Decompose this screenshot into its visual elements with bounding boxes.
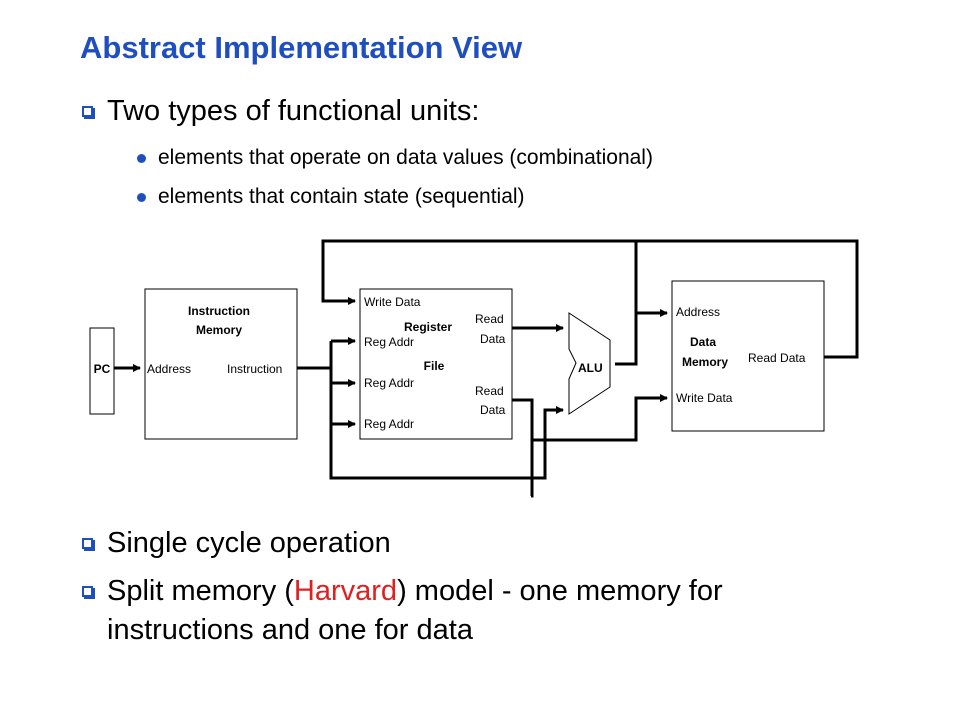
dmem-write-data-label: Write Data: [676, 391, 733, 405]
imem-title-1: Instruction: [188, 304, 250, 318]
bullet-text-line2: instructions and one for data: [107, 614, 473, 646]
sub-bullet-text: elements that contain state (sequential): [158, 185, 525, 208]
instruction-memory-box: [144, 288, 298, 440]
rf-reg-addr-1: Reg Addr: [364, 335, 414, 349]
imem-instruction-label: Instruction: [227, 362, 282, 376]
imem-title-2: Memory: [196, 323, 242, 337]
bullet-text: Split memory (Harvard) model - one memor…: [107, 575, 723, 608]
square-bullet-icon: [82, 586, 95, 599]
square-bullet-icon: [82, 538, 95, 551]
bullet-functional-units: Two types of functional units:: [82, 95, 479, 128]
square-bullet-icon: [82, 106, 95, 119]
rf-read-data-1b: Data: [480, 332, 506, 346]
sub-bullet-sequential: elements that contain state (sequential): [137, 185, 525, 209]
bullet-text: Two types of functional units:: [107, 95, 480, 127]
dmem-title-2: Memory: [682, 355, 728, 369]
wire-readdata2-to-alu: [512, 398, 534, 498]
sub-bullet-combinational: elements that operate on data values (co…: [137, 146, 653, 170]
wire-readdata-writeback: [634, 239, 859, 359]
wire-alu-result-loop: [321, 239, 638, 366]
harvard-highlight: Harvard: [293, 575, 398, 607]
rf-reg-addr-2: Reg Addr: [364, 376, 414, 390]
register-file-box: [359, 288, 513, 440]
dmem-address-label: Address: [676, 305, 720, 319]
wire-trunk-vertical: [329, 341, 564, 480]
sub-bullet-text: elements that operate on data values (co…: [158, 146, 653, 169]
rf-title-1: Register: [404, 320, 452, 334]
alu-label: ALU: [578, 361, 603, 375]
rf-reg-addr-3: Reg Addr: [364, 417, 414, 431]
pc-box: [89, 327, 115, 415]
round-bullet-icon: [137, 153, 146, 163]
rf-read-data-2b: Data: [480, 403, 506, 417]
bullet-split-memory: Split memory (Harvard) model - one memor…: [82, 575, 723, 608]
pc-label: PC: [94, 362, 111, 376]
slide-title: Abstract Implementation View: [80, 30, 523, 65]
wire-readdata2-to-writedata: [530, 394, 668, 442]
data-memory-box: [671, 280, 825, 432]
imem-address-label: Address: [147, 362, 191, 376]
rf-title-2: File: [424, 359, 445, 373]
bullet-text-pre: Split memory (: [107, 575, 294, 607]
rf-write-data-label: Write Data: [364, 295, 421, 309]
dmem-title-1: Data: [690, 335, 716, 349]
bullet-split-memory-line2: instructions and one for data: [107, 614, 473, 647]
rf-read-data-2a: Read: [475, 384, 504, 398]
alu-shape: [568, 312, 611, 415]
dmem-read-data-label: Read Data: [748, 351, 806, 365]
round-bullet-icon: [137, 192, 146, 202]
bullet-single-cycle: Single cycle operation: [82, 527, 391, 560]
rf-read-data-1a: Read: [475, 312, 504, 326]
bullet-text-post: ) model - one memory for: [397, 575, 723, 607]
bullet-text: Single cycle operation: [107, 527, 391, 559]
